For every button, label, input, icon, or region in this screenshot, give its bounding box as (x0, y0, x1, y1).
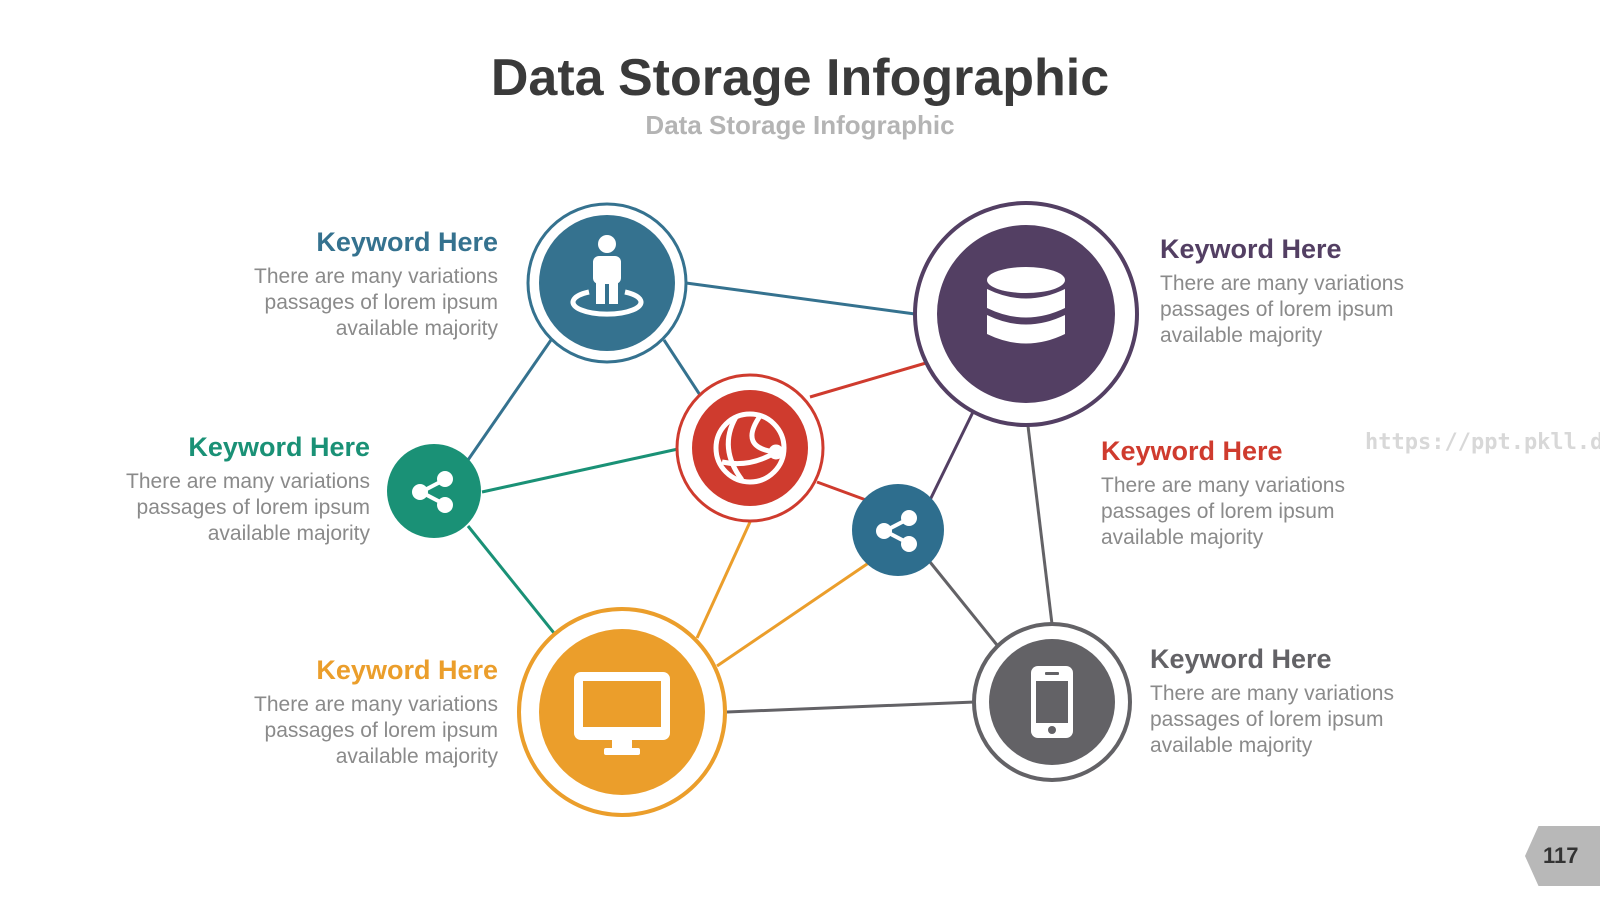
description-line: There are many variations (1101, 474, 1345, 498)
description-line: available majority (1160, 324, 1323, 348)
link-share-center-monitor (716, 560, 871, 668)
link-monitor-phone (726, 700, 976, 714)
link-user-share-left (466, 339, 553, 461)
link-user-database (685, 281, 916, 316)
monitor-node (517, 607, 727, 817)
keyword-label: Keyword Here (316, 655, 498, 685)
connection-lines (466, 281, 1054, 714)
text-block-user: Keyword Here There are many variations p… (238, 226, 498, 342)
phone-icon (1031, 666, 1073, 738)
description-line: passages of lorem ipsum (136, 496, 370, 520)
description-line: There are many variations (1160, 272, 1404, 296)
link-share-left-monitor (466, 525, 560, 639)
page-subtitle: Data Storage Infographic (645, 110, 955, 140)
text-block-globe: Keyword Here There are many variations p… (1101, 435, 1361, 551)
share-center-node (852, 484, 944, 576)
description-line: passages of lorem ipsum (1101, 500, 1335, 524)
description-line: available majority (207, 522, 370, 546)
share-left-node (387, 444, 481, 538)
description-line: There are many variations (126, 470, 370, 494)
share-icon (412, 471, 453, 513)
description-line: available majority (1101, 526, 1264, 550)
text-block-database: Keyword Here There are many variations p… (1160, 233, 1420, 349)
link-globe-monitor (695, 521, 752, 639)
page-title: Data Storage Infographic (490, 49, 1110, 107)
description-line: available majority (335, 745, 498, 769)
globe-node (675, 373, 825, 523)
link-globe-share-center (816, 480, 867, 502)
keyword-label: Keyword Here (1160, 234, 1342, 264)
database-icon (987, 267, 1065, 344)
share-icon (876, 510, 917, 552)
description-line: passages of lorem ipsum (1160, 298, 1394, 322)
description-line: There are many variations (254, 693, 498, 717)
link-user-globe (662, 339, 702, 396)
keyword-label: Keyword Here (188, 432, 370, 462)
description-line: passages of lorem ipsum (264, 719, 498, 743)
keyword-label: Keyword Here (316, 227, 498, 257)
text-block-phone: Keyword Here There are many variations p… (1150, 643, 1410, 759)
link-globe-database (809, 361, 927, 399)
description-line: There are many variations (254, 265, 498, 289)
description-line: passages of lorem ipsum (1150, 708, 1384, 732)
description-line: available majority (335, 317, 498, 341)
link-share-center-database (928, 411, 975, 501)
database-node (913, 201, 1139, 427)
text-block-share-left: Keyword Here There are many variations p… (110, 431, 370, 547)
keyword-label: Keyword Here (1150, 644, 1332, 674)
page-number: 117 (1543, 843, 1579, 868)
phone-node (972, 622, 1132, 782)
user-node (526, 202, 688, 364)
text-block-monitor: Keyword Here There are many variations p… (238, 654, 498, 770)
monitor-icon (574, 672, 670, 755)
description-line: available majority (1150, 734, 1313, 758)
description-line: There are many variations (1150, 682, 1394, 706)
globe-icon (713, 411, 787, 485)
link-share-left-globe (481, 447, 679, 494)
link-database-phone (1026, 425, 1054, 625)
user-icon (570, 235, 644, 317)
description-line: passages of lorem ipsum (264, 291, 498, 315)
keyword-label: Keyword Here (1101, 436, 1283, 466)
watermark-url: https://ppt.pkll.de (1365, 430, 1600, 455)
page-number-tab (1525, 826, 1600, 886)
link-share-center-phone (928, 561, 999, 646)
